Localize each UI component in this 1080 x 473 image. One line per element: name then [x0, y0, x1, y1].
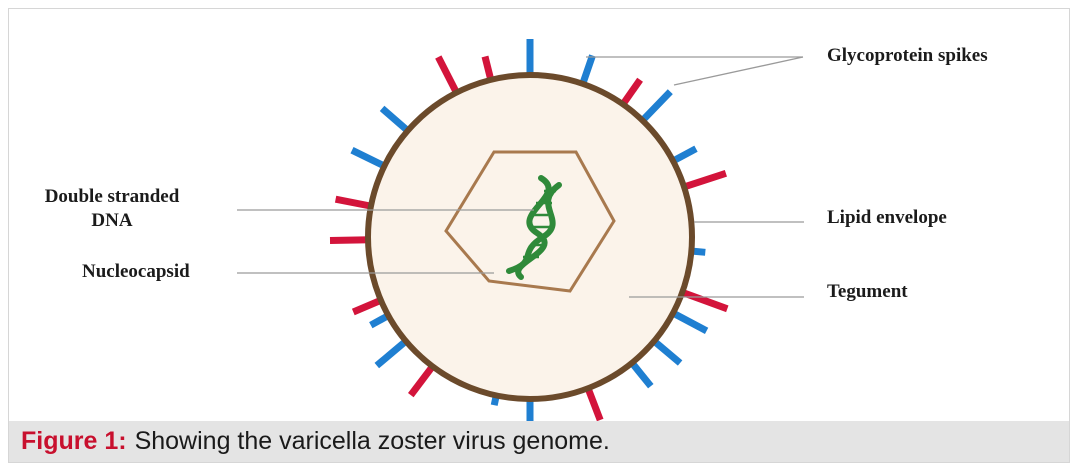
glycoprotein-spike	[350, 147, 388, 171]
label-tegument: Tegument	[827, 281, 908, 302]
dna-helix-icon	[506, 175, 562, 280]
glycoprotein-spike	[669, 309, 709, 334]
caption-label: Figure 1:	[21, 427, 127, 455]
glycoprotein-spike	[627, 359, 654, 389]
nucleocapsid-hexagon	[444, 150, 616, 293]
glycoprotein-spike	[329, 236, 371, 244]
glycoprotein-spike	[351, 296, 385, 316]
label-lipid-envelope: Lipid envelope	[827, 207, 947, 228]
glycoprotein-spike	[650, 337, 683, 366]
lipid-envelope	[365, 72, 695, 402]
glycoprotein-spike	[435, 55, 461, 96]
glycoprotein-spike	[618, 77, 643, 108]
leader-line-glycoprotein-b	[673, 56, 804, 86]
label-glycoprotein-spikes: Glycoprotein spikes	[827, 45, 988, 66]
caption-text: Showing the varicella zoster virus genom…	[134, 427, 610, 455]
glycoprotein-spike	[578, 54, 596, 87]
label-double-stranded: Double stranded	[45, 186, 180, 207]
glycoprotein-spike	[374, 337, 410, 369]
glycoprotein-spike	[638, 89, 673, 125]
glycoprotein-spike	[408, 362, 437, 398]
glycoprotein-spike	[379, 105, 412, 135]
glycoprotein-spike	[334, 195, 374, 210]
glycoprotein-spike	[584, 385, 604, 421]
glycoprotein-spike	[679, 288, 729, 313]
label-nucleocapsid: Nucleocapsid	[82, 261, 190, 282]
figure-caption: Figure 1: Showing the varicella zoster v…	[9, 421, 1069, 462]
glycoprotein-spike	[681, 169, 727, 191]
label-dna: DNA	[91, 210, 132, 231]
virus-diagram: Glycoprotein spikes Double stranded DNA …	[45, 39, 988, 421]
